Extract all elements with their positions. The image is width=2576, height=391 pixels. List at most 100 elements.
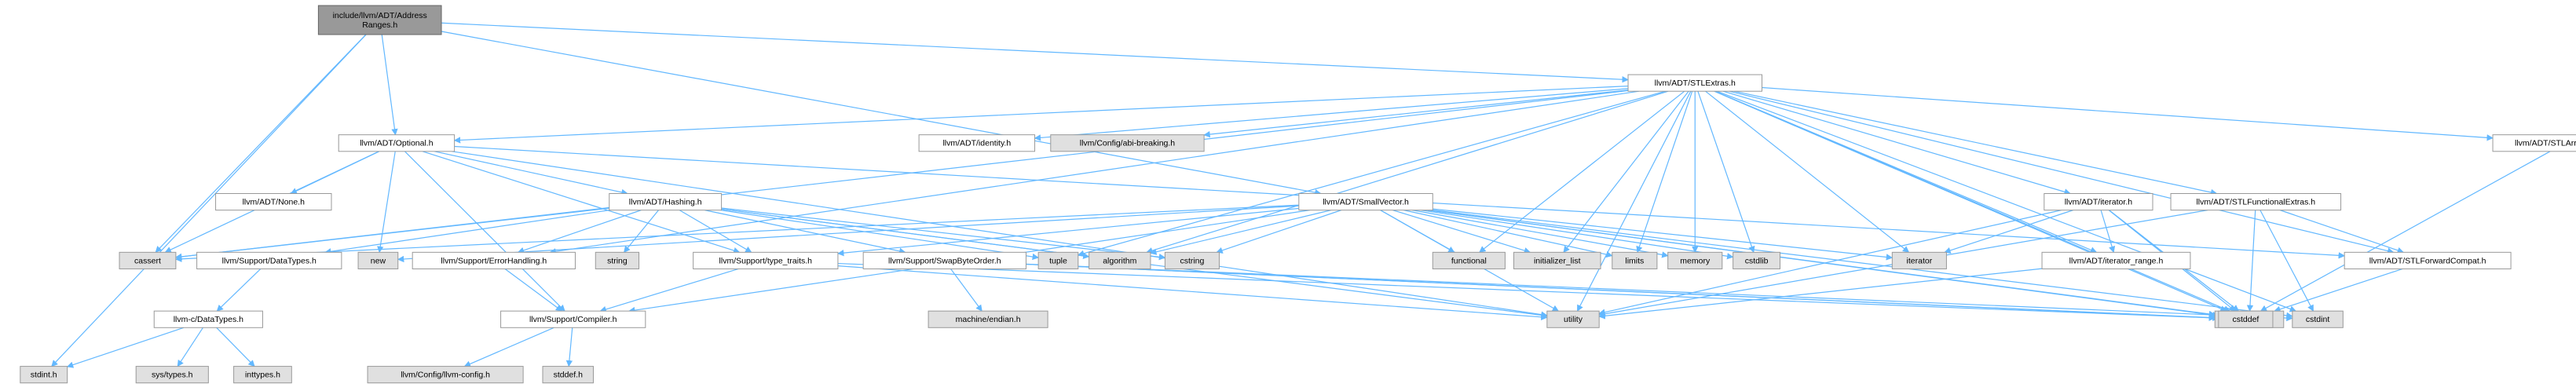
node-cdatatypes[interactable]: llvm-c/DataTypes.h: [153, 310, 263, 328]
node-compiler[interactable]: llvm/Support/Compiler.h: [500, 310, 646, 328]
edge-optional-to-new: [377, 151, 396, 254]
node-box: [609, 193, 723, 211]
node-box: [1546, 310, 1600, 328]
node-cstdint: cstdint: [2292, 310, 2344, 328]
node-box: [357, 251, 399, 269]
node-label: llvm/ADT/SmallVector.h: [1323, 197, 1409, 206]
node-datatypes[interactable]: llvm/Support/DataTypes.h: [196, 251, 342, 269]
node-label: Ranges.h: [362, 20, 397, 30]
node-label: iterator: [1907, 256, 1933, 265]
node-label: initializer_list: [1534, 256, 1581, 265]
edge-hashing-to-datatypes: [324, 210, 610, 255]
edge-stlextras-to-stlarrayextras: [1762, 86, 2494, 141]
node-label: limits: [1625, 256, 1644, 265]
node-label: llvm/Support/type_traits.h: [719, 256, 813, 265]
node-label: llvm/ADT/iterator.h: [2065, 197, 2133, 206]
node-label: utility: [1564, 315, 1583, 324]
node-hashing[interactable]: llvm/ADT/Hashing.h: [609, 193, 723, 211]
node-new: new: [357, 251, 399, 269]
node-box: [1037, 251, 1079, 269]
node-box: [1432, 251, 1506, 269]
edge-smallvector-to-type_traits: [1428, 210, 2216, 318]
node-box: [2292, 310, 2344, 328]
edge-root-to-stlextras: [441, 22, 1629, 83]
edge-swapbyteorder-to-type_traits: [1026, 263, 2216, 321]
node-label: cstdint: [2306, 315, 2329, 324]
node-string: string: [595, 251, 640, 269]
node-label: machine/endian.h: [956, 315, 1021, 324]
node-tuple: tuple: [1037, 251, 1079, 269]
edge-stlfunctional-to-cstdint: [2259, 210, 2314, 312]
node-label: cstring: [1180, 256, 1204, 265]
node-box: [928, 310, 1048, 328]
node-iteratorh[interactable]: llvm/ADT/iterator.h: [2044, 193, 2153, 211]
edge-optional-to-compiler: [404, 151, 565, 312]
edge-smallvector-to-cstdlib: [1421, 210, 1734, 260]
node-machineendian: machine/endian.h: [928, 310, 1048, 328]
node-limits: limits: [1612, 251, 1658, 269]
node-algorithm: algorithm: [1089, 251, 1151, 269]
edge-smallvector-to-cassert: [175, 204, 1299, 262]
edge-iteratorh-to-iterator: [1944, 210, 2073, 254]
node-stlarrayextras[interactable]: llvm/ADT/STLArrayExtras.h: [2492, 134, 2576, 152]
node-box: [595, 251, 640, 269]
node-box: [1164, 251, 1220, 269]
node-label: llvm/Support/SwapByteOrder.h: [888, 256, 1001, 265]
node-stlfunctional[interactable]: llvm/ADT/STLFunctionalExtras.h: [2170, 193, 2342, 211]
node-iteratorrange[interactable]: llvm/ADT/iterator_range.h: [2041, 251, 2191, 269]
edge-stlextras-to-abibreaking: [1203, 90, 1629, 138]
node-label: llvm/ADT/STLForwardCompat.h: [2369, 256, 2486, 265]
node-initializer_list: initializer_list: [1513, 251, 1601, 269]
node-box: [412, 251, 576, 269]
node-typetraits_h[interactable]: llvm/Support/type_traits.h: [693, 251, 839, 269]
edge-stlextras-to-limits: [1636, 91, 1693, 254]
node-label: tuple: [1049, 256, 1067, 265]
edge-stlextras-to-cstdlib: [1697, 91, 1755, 254]
node-swapbyteorder[interactable]: llvm/Support/SwapByteOrder.h: [862, 251, 1026, 269]
node-box: [2041, 251, 2191, 269]
node-iterator: iterator: [1891, 251, 1947, 269]
node-box: [1513, 251, 1601, 269]
node-errorhandling[interactable]: llvm/Support/ErrorHandling.h: [412, 251, 576, 269]
edge-smallvector-to-memory: [1412, 210, 1669, 258]
node-smallvector[interactable]: llvm/ADT/SmallVector.h: [1298, 193, 1433, 211]
node-box: [1298, 193, 1433, 211]
edge-hashing-to-errorhandling: [517, 210, 642, 254]
node-box: [135, 366, 209, 384]
node-stlextras[interactable]: llvm/ADT/STLExtras.h: [1627, 74, 1762, 92]
node-label: cstdlib: [1745, 256, 1769, 265]
edge-stlextras-to-stlforward: [1729, 90, 2395, 254]
edge-stlarrayextras-to-cstddef: [2259, 151, 2551, 312]
edge-swapbyteorder-to-machineendian: [950, 269, 982, 312]
edge-root-to-cassert: [155, 34, 367, 253]
node-box: [338, 134, 456, 152]
edge-stlextras-to-cstddef: [1714, 90, 2227, 312]
node-label: llvm/Config/llvm-config.h: [401, 371, 490, 380]
node-label: llvm/Config/abi-breaking.h: [1080, 139, 1176, 148]
edge-stlextras-to-tuple: [1077, 90, 1666, 257]
node-label: inttypes.h: [245, 371, 280, 380]
node-box: [2044, 193, 2153, 211]
edge-stlextras-to-identity: [1034, 88, 1629, 141]
node-identity[interactable]: llvm/ADT/identity.h: [918, 134, 1036, 152]
node-none[interactable]: llvm/ADT/None.h: [215, 193, 332, 211]
edge-smallvector-to-algorithm: [1150, 210, 1331, 255]
edge-optional-to-utility: [452, 151, 1548, 318]
node-systypes: sys/types.h: [135, 366, 209, 384]
node-optional[interactable]: llvm/ADT/Optional.h: [338, 134, 456, 152]
node-label: llvm/ADT/identity.h: [942, 139, 1011, 148]
edge-smallvector-to-cstdint: [1433, 209, 2293, 319]
node-label: stddef.h: [554, 371, 584, 380]
node-box: [1627, 74, 1762, 92]
edge-hashing-to-cstring: [721, 207, 1166, 261]
node-cstring: cstring: [1164, 251, 1220, 269]
edge-stlextras-to-utility: [1576, 90, 1692, 312]
edge-smallvector-to-new: [397, 205, 1299, 263]
edge-optional-to-hashing: [434, 151, 628, 196]
node-llvmconfig: llvm/Config/llvm-config.h: [367, 366, 524, 384]
node-label: llvm/ADT/STLArrayExtras.h: [2515, 139, 2576, 148]
node-stlforward[interactable]: llvm/ADT/STLForwardCompat.h: [2344, 251, 2512, 269]
